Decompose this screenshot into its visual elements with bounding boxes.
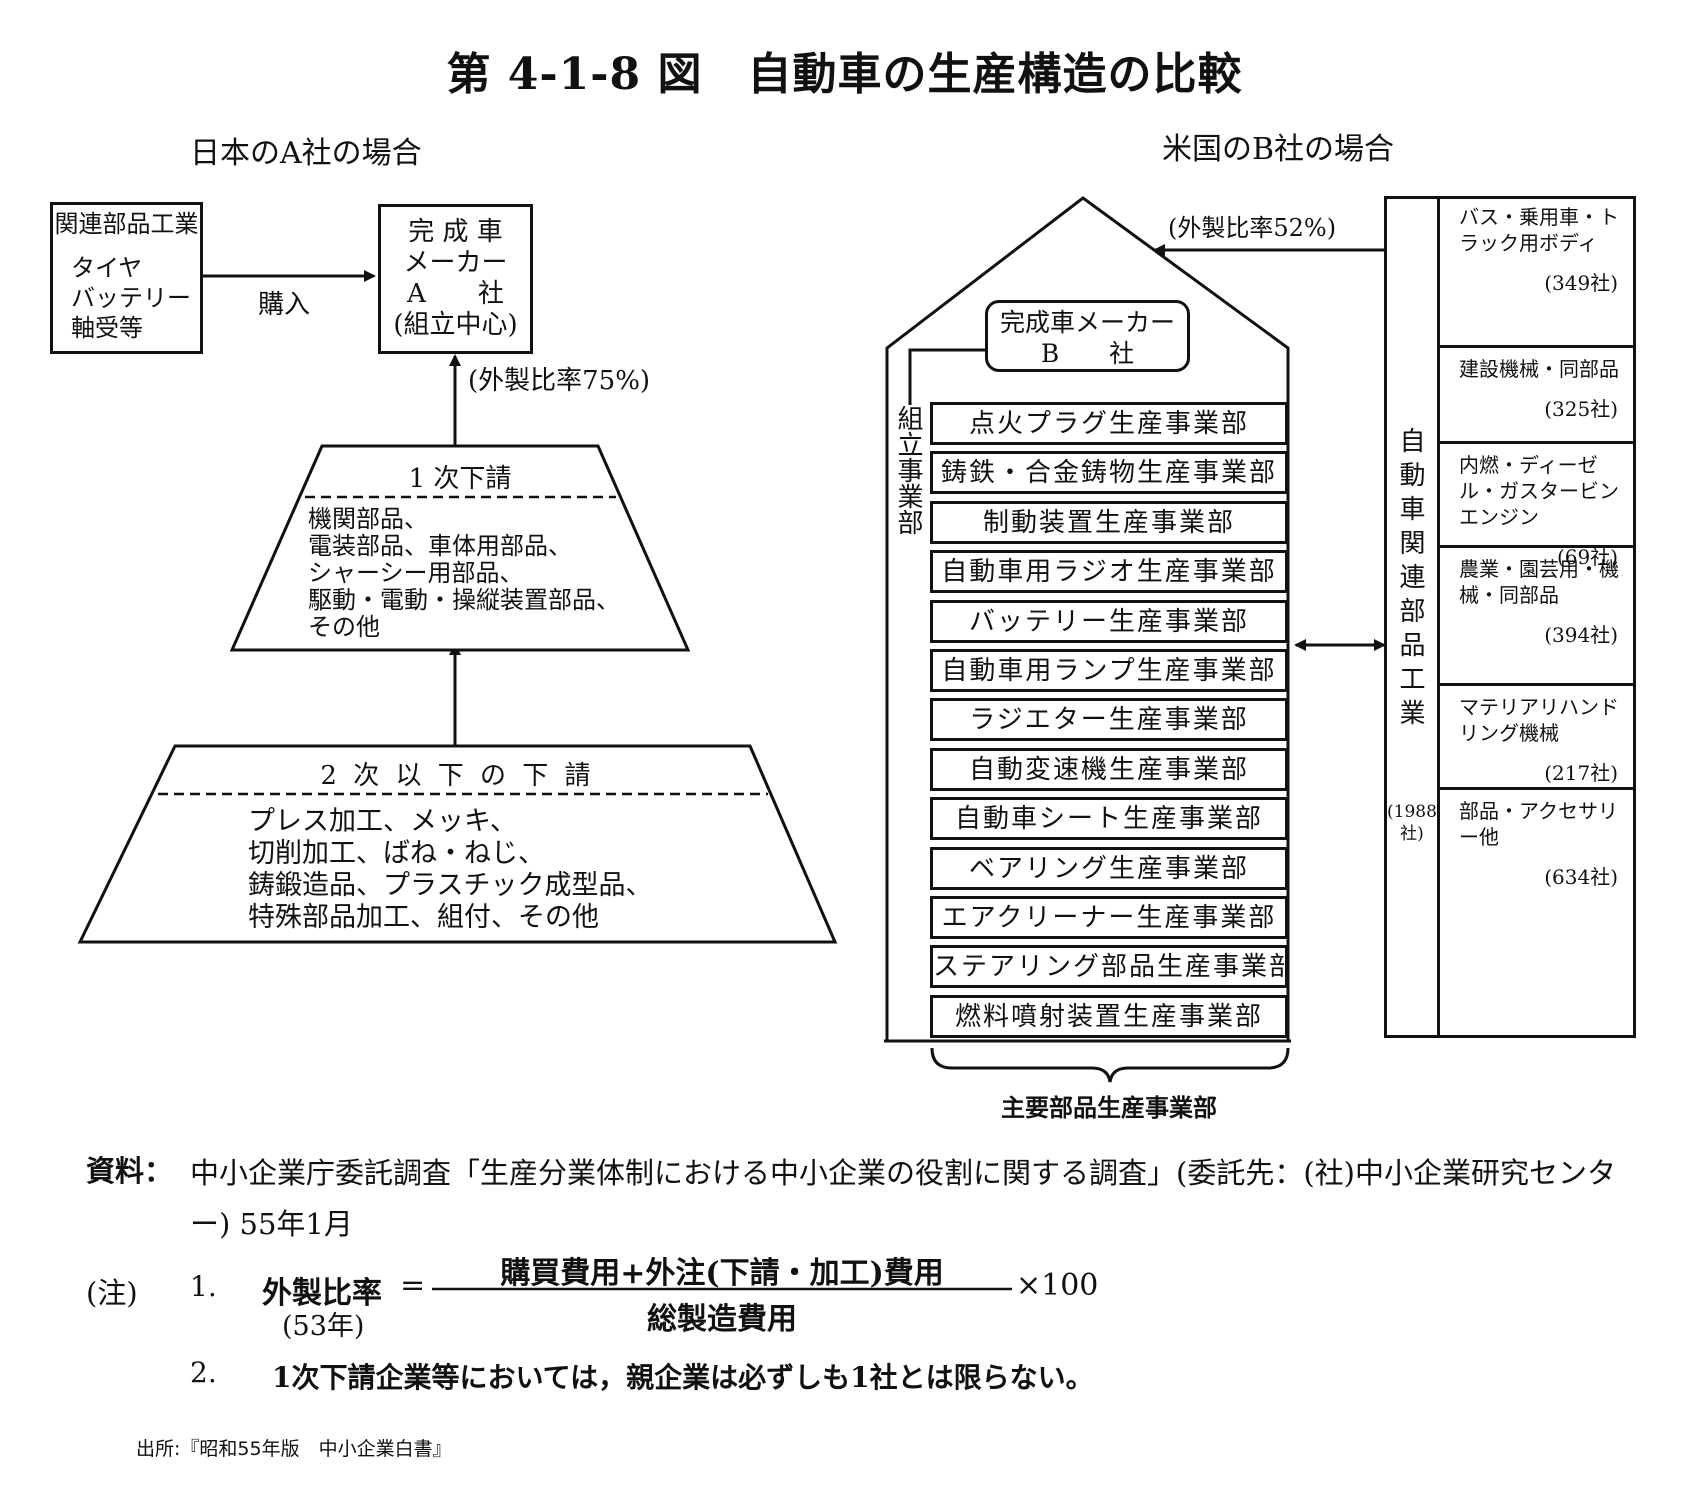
related-category-name: 建設機械・同部品 [1459, 357, 1619, 381]
note2-text: 1次下請企業等においては，親企業は必ずしも1社とは限らない。 [272, 1361, 1094, 1394]
assembly-connector [908, 348, 985, 405]
usa-maker-line2: B 社 [1040, 339, 1135, 368]
usa-related-industry-label: 自動車関連部品工業 [1395, 427, 1425, 733]
related-category-count: (325社) [1544, 397, 1618, 421]
related-category-name: 内燃・ディーゼル・ガスタービンエンジン [1459, 453, 1619, 529]
division-row: ラジエター生産事業部 [930, 698, 1288, 742]
divisions-brace [930, 1047, 1290, 1083]
division-row: 自動車シート生産事業部 [930, 797, 1288, 841]
note1-numerator: 購買費用+外注(下請・加工)費用 [500, 1256, 944, 1291]
tier1-title: 1 次下請 [408, 464, 512, 494]
division-row: 制動装置生産事業部 [930, 500, 1288, 544]
related-category-name: マテリアリハンドリング機械 [1459, 695, 1619, 745]
related-category-cell: 建設機械・同部品 (325社) [1437, 348, 1634, 444]
usa-outsourcing-ratio: (外製比率52%) [1168, 214, 1337, 242]
related-category-cell: マテリアリハンドリング機械 (217社) [1437, 686, 1634, 790]
division-row: 鋳鉄・合金鋳物生産事業部 [930, 451, 1288, 495]
assembly-division-label: 組立事業部 [893, 405, 923, 535]
division-row: 自動車用ラジオ生産事業部 [930, 550, 1288, 594]
source-label: 資料： [86, 1154, 174, 1188]
japan-maker-line4: (組立中心) [393, 310, 518, 340]
usa-heading: 米国のB社の場合 [1162, 132, 1395, 167]
tier1-items: 機関部品、 電装部品、車体用部品、 シャーシー用部品、 駆動・電動・操縦装置部品… [308, 505, 620, 641]
note2-number: 2. [190, 1356, 217, 1389]
related-category-cell: 内燃・ディーゼル・ガスタービンエンジン (69社) [1437, 444, 1634, 569]
note1-lhs: 外製比率 [262, 1276, 382, 1311]
japan-related-industry-title: 関連部品工業 [54, 210, 199, 238]
note1-equals: = [400, 1268, 426, 1303]
related-category-count: (217社) [1544, 761, 1618, 785]
related-category-count: (394社) [1544, 623, 1618, 647]
related-category-count: (349社) [1544, 271, 1618, 295]
related-category-cell: 部品・アクセサリー他 (634社) [1437, 790, 1634, 1038]
japan-maker-line1: 完 成 車 [408, 217, 503, 247]
divisions-caption: 主要部品生産事業部 [1001, 1093, 1217, 1122]
note1-year: (53年) [282, 1311, 365, 1342]
japan-related-industry-items: タイヤ バッテリー 軸受等 [71, 254, 191, 342]
publisher-note: 出所:『昭和55年版 中小企業白書』 [136, 1438, 452, 1460]
purchase-label: 購入 [258, 290, 311, 320]
related-category-count: (69社) [1556, 545, 1618, 569]
usa-related-industry-table: 自動車関連部品工業 (1988社) [1384, 196, 1636, 1038]
tier2-title: 2 次 以 下 の 下 請 [320, 761, 595, 791]
related-category-name: 農業・園芸用・機械・同部品 [1459, 557, 1619, 607]
related-category-cell: バス・乗用車・トラック用ボディ (349社) [1437, 196, 1634, 348]
japan-maker-box: 完 成 車 メーカー A 社 (組立中心) [378, 204, 533, 354]
note1-multiplier: ×100 [1016, 1268, 1099, 1303]
japan-related-industry-box: 関連部品工業 タイヤ バッテリー 軸受等 [50, 202, 203, 354]
related-category-count: (634社) [1544, 865, 1618, 889]
division-row: エアクリーナー生産事業部 [930, 896, 1288, 939]
related-category-name: 部品・アクセサリー他 [1459, 799, 1618, 849]
tier2-items: プレス加工、メッキ、 切削加工、ばね・ねじ、 鋳鍛造品、プラスチック成型品、 特… [248, 806, 653, 933]
note1-denominator: 総製造費用 [647, 1302, 797, 1337]
usa-maker-box: 完成車メーカー B 社 [985, 300, 1190, 372]
related-category-cell: 農業・園芸用・機械・同部品 (394社) [1437, 548, 1634, 686]
division-row: ベアリング生産事業部 [930, 846, 1288, 890]
related-category-name: バス・乗用車・トラック用ボディ [1459, 205, 1619, 255]
japan-maker-line2: メーカー [403, 248, 508, 278]
figure-title: 第 4-1-8 図 自動車の生産構造の比較 [446, 49, 1243, 100]
division-row: バッテリー生産事業部 [930, 599, 1288, 643]
division-row: 点火プラグ生産事業部 [930, 402, 1288, 445]
plant-house-outline [885, 196, 1290, 1041]
division-row: 自動変速機生産事業部 [930, 747, 1288, 791]
usa-maker-line1: 完成車メーカー [999, 308, 1175, 337]
usa-related-industry-count: (1988社) [1387, 802, 1437, 844]
japan-heading: 日本のA社の場合 [190, 136, 422, 171]
note1-number: 1. [190, 1270, 217, 1303]
division-row: ステアリング部品生産事業部 [930, 945, 1288, 989]
source-text: 中小企業庁委託調査「生産分業体制における中小企業の役割に関する調査」(委託先：(… [190, 1156, 1616, 1241]
notes-label: (注) [86, 1276, 138, 1310]
japan-outsourcing-ratio: (外製比率75%) [468, 366, 651, 396]
division-row: 燃料噴射装置生産事業部 [930, 994, 1288, 1038]
japan-maker-line3: A 社 [407, 279, 504, 309]
division-row: 自動車用ランプ生産事業部 [930, 649, 1288, 692]
